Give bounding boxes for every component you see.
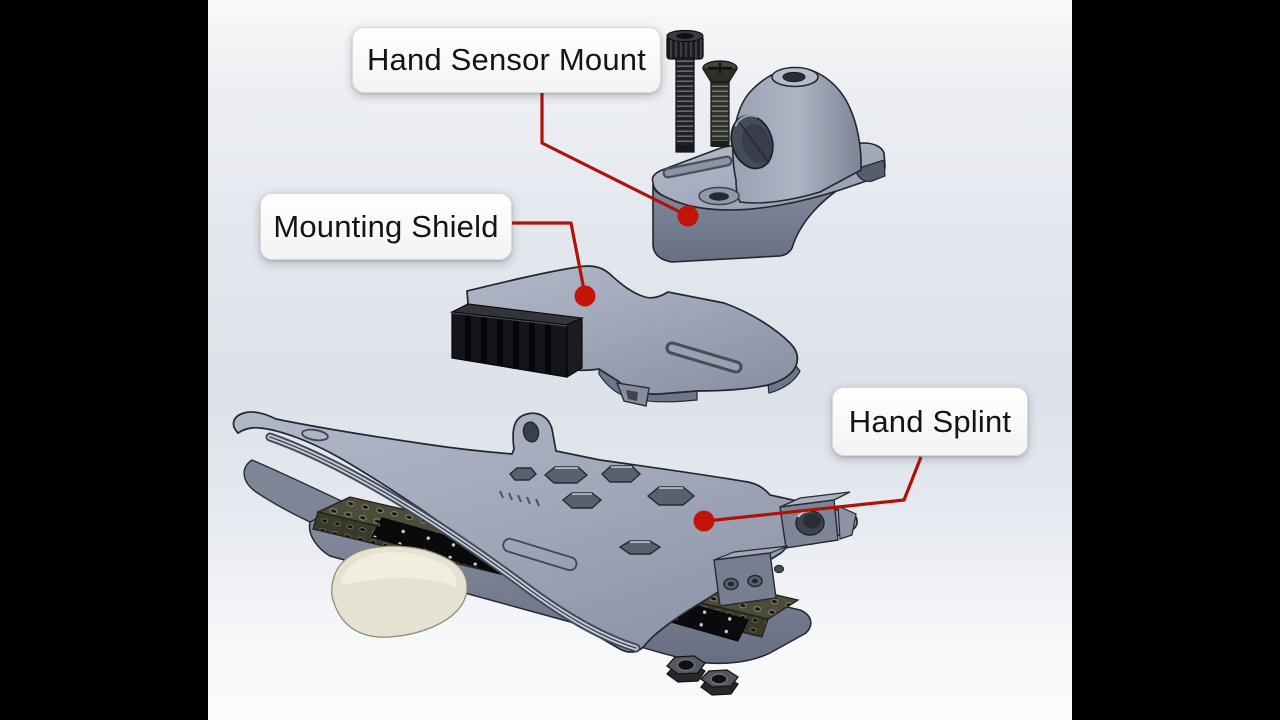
exploded-view-canvas <box>232 29 923 696</box>
blade-slot-engraving <box>502 537 578 572</box>
letterbox-left <box>0 0 208 720</box>
socket-head-screw <box>666 29 704 153</box>
hex-cutout-bevels <box>555 466 683 543</box>
label-mounting-shield: Mounting Shield <box>260 193 512 260</box>
mount-top-hole <box>782 71 806 83</box>
shield-tab <box>615 382 650 407</box>
callout-mounting-shield <box>512 221 596 307</box>
callout-dot-hand-splint <box>693 510 715 532</box>
hand-sensor-mount-part <box>651 66 886 263</box>
mount-countersunk-hole <box>698 186 740 206</box>
hex-nut-2 <box>700 669 739 696</box>
label-hand-splint-text: Hand Splint <box>848 403 1012 439</box>
phillips-cross-icon <box>708 62 732 74</box>
label-hand-sensor-mount-text: Hand Sensor Mount <box>366 42 647 77</box>
mount-base-slot <box>662 155 733 179</box>
blade-oval-engraving <box>301 428 329 442</box>
hex-nut-1 <box>666 655 706 683</box>
blade-groove <box>265 432 641 653</box>
tab-hole <box>522 421 540 443</box>
shield-slot <box>665 341 743 374</box>
label-hand-splint: Hand Splint <box>832 387 1028 456</box>
label-mounting-shield-text: Mounting Shield <box>273 208 499 244</box>
callout-dot-hand-sensor-mount <box>677 205 699 227</box>
callout-dot-mounting-shield <box>574 285 596 307</box>
hand-splint-part <box>232 411 858 665</box>
callout-hand-sensor-mount <box>540 93 699 227</box>
countersunk-screw <box>702 60 738 147</box>
cad-viewport: Hand Sensor Mount Mounting Shield Hand S… <box>208 0 1072 720</box>
callout-hand-splint <box>693 456 923 532</box>
embossed-text-marks <box>499 490 540 507</box>
shield-connector-block <box>450 303 584 378</box>
mounting-shield-part <box>450 265 801 407</box>
cream-pad <box>331 545 468 638</box>
hex-cutouts <box>509 465 696 555</box>
letterbox-right <box>1072 0 1280 720</box>
label-hand-sensor-mount: Hand Sensor Mount <box>352 27 661 93</box>
mount-side-bore <box>730 114 774 170</box>
mount-tower <box>732 67 862 204</box>
lower-right-block <box>713 545 789 607</box>
